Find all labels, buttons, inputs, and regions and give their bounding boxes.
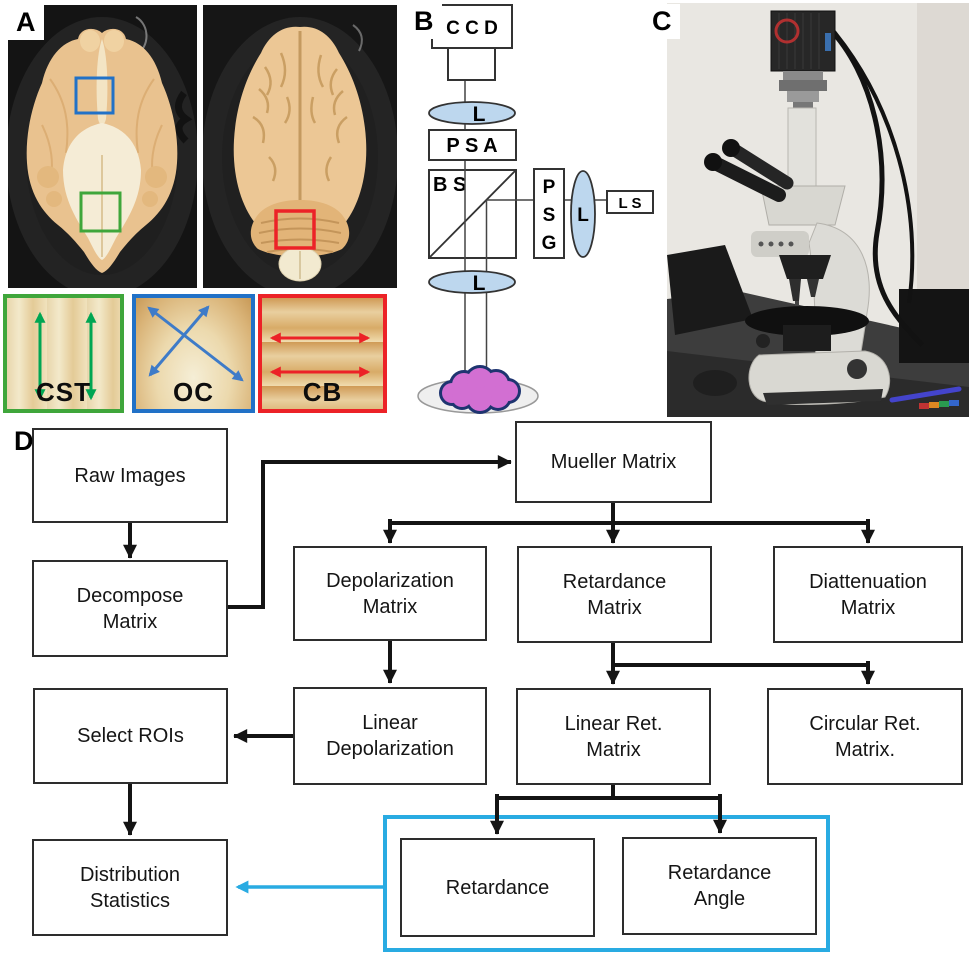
- light-source-label: L S: [618, 195, 641, 212]
- psa-label: P S A: [446, 135, 497, 157]
- inset-oc: OC: [132, 294, 255, 413]
- lens-2-label: L: [577, 205, 589, 226]
- computer-mouse: [693, 370, 737, 396]
- sulci: [252, 52, 348, 182]
- focus-knob: [847, 359, 867, 379]
- inset-oc-label: OC: [173, 377, 214, 407]
- camera-cables: [823, 19, 924, 347]
- pen: [889, 386, 962, 403]
- panel-b-label: B: [406, 4, 442, 39]
- inset-cb-label: CB: [302, 377, 343, 407]
- roi-box-cst: [79, 191, 122, 233]
- node-circular-ret-matrix: Circular Ret. Matrix.: [767, 688, 963, 785]
- camera-logo-ring: [774, 18, 800, 44]
- microscope-photo: [667, 3, 969, 417]
- ccd-label: C C D: [446, 18, 498, 39]
- beam-splitter-label: B S: [433, 174, 466, 196]
- highlight-box-retardance-outputs: [383, 815, 830, 952]
- dish-marking: [175, 90, 193, 144]
- psg-box: [533, 168, 565, 259]
- microscope: [704, 10, 891, 405]
- panel-c-label: C: [644, 4, 680, 39]
- dish-scratch: [352, 24, 363, 52]
- psg-letter-g: G: [542, 233, 557, 254]
- color-strip: [919, 400, 959, 409]
- psg-letter-p: P: [543, 177, 556, 198]
- beam-splitter-diagonal: [428, 169, 517, 259]
- lens-3-label: L: [473, 272, 486, 295]
- inset-cst: CST: [3, 294, 124, 413]
- brain-photo-dorsal: [203, 5, 397, 288]
- eyepiece: [726, 142, 794, 190]
- lens-1-label: L: [473, 103, 486, 126]
- panel-b-optical-schematic: B B S C C D: [400, 0, 660, 420]
- panel-d-flowchart: D Raw Images Decompose Matrix Mueller Ma…: [0, 420, 969, 956]
- lens-2: [570, 170, 596, 258]
- camera-mount-box: [447, 47, 496, 81]
- eyepiece: [708, 156, 786, 202]
- stage: [745, 306, 869, 336]
- node-select-rois: Select ROIs: [33, 688, 228, 784]
- psa-box: [428, 129, 517, 161]
- node-distribution-statistics: Distribution Statistics: [32, 839, 228, 936]
- node-raw-images: Raw Images: [32, 428, 228, 523]
- brain-photo-ventral: [8, 5, 197, 288]
- beam-splitter-box: [428, 169, 517, 259]
- panel-c-microscope-photo: C: [640, 0, 969, 420]
- lens-1: [428, 101, 516, 125]
- panel-d-label: D: [14, 426, 34, 456]
- lens-3: [428, 270, 516, 294]
- nosepiece: [779, 255, 831, 279]
- fiber-direction-arrow: [147, 306, 244, 382]
- node-diattenuation-matrix: Diattenuation Matrix: [773, 546, 963, 643]
- node-retardance-matrix: Retardance Matrix: [517, 546, 712, 643]
- node-linear-depolarization: Linear Depolarization: [293, 687, 487, 785]
- node-decompose-matrix: Decompose Matrix: [32, 560, 228, 657]
- laptop: [667, 245, 753, 335]
- cb-arrows: [269, 332, 371, 378]
- roi-box-oc: [74, 76, 115, 115]
- fiber-direction-arrow: [148, 305, 210, 377]
- inset-cst-label: CST: [36, 377, 91, 407]
- oc-arrows: [147, 305, 244, 382]
- roi-box-cb: [274, 209, 316, 250]
- node-retardance: Retardance: [400, 838, 595, 937]
- psg-letter-s: S: [543, 205, 556, 226]
- cst-arrows: [34, 311, 97, 401]
- inset-cb: CB: [258, 294, 387, 413]
- panel-a-specimen-photos: A CST OC CB: [0, 0, 400, 420]
- node-depolarization-matrix: Depolarization Matrix: [293, 546, 487, 641]
- node-linear-ret-matrix: Linear Ret. Matrix: [516, 688, 711, 785]
- substage: [783, 325, 831, 351]
- camera-tube: [787, 107, 817, 191]
- olfactory-tract: [96, 39, 108, 125]
- tissue-sample: [439, 365, 521, 414]
- light-source-box: [606, 190, 654, 214]
- node-retardance-angle: Retardance Angle: [622, 837, 817, 935]
- brain-ventral: [26, 28, 178, 273]
- node-mueller-matrix: Mueller Matrix: [515, 421, 712, 503]
- objective-lens: [807, 279, 819, 297]
- objective-lens: [789, 279, 801, 301]
- panel-a-label: A: [8, 5, 44, 40]
